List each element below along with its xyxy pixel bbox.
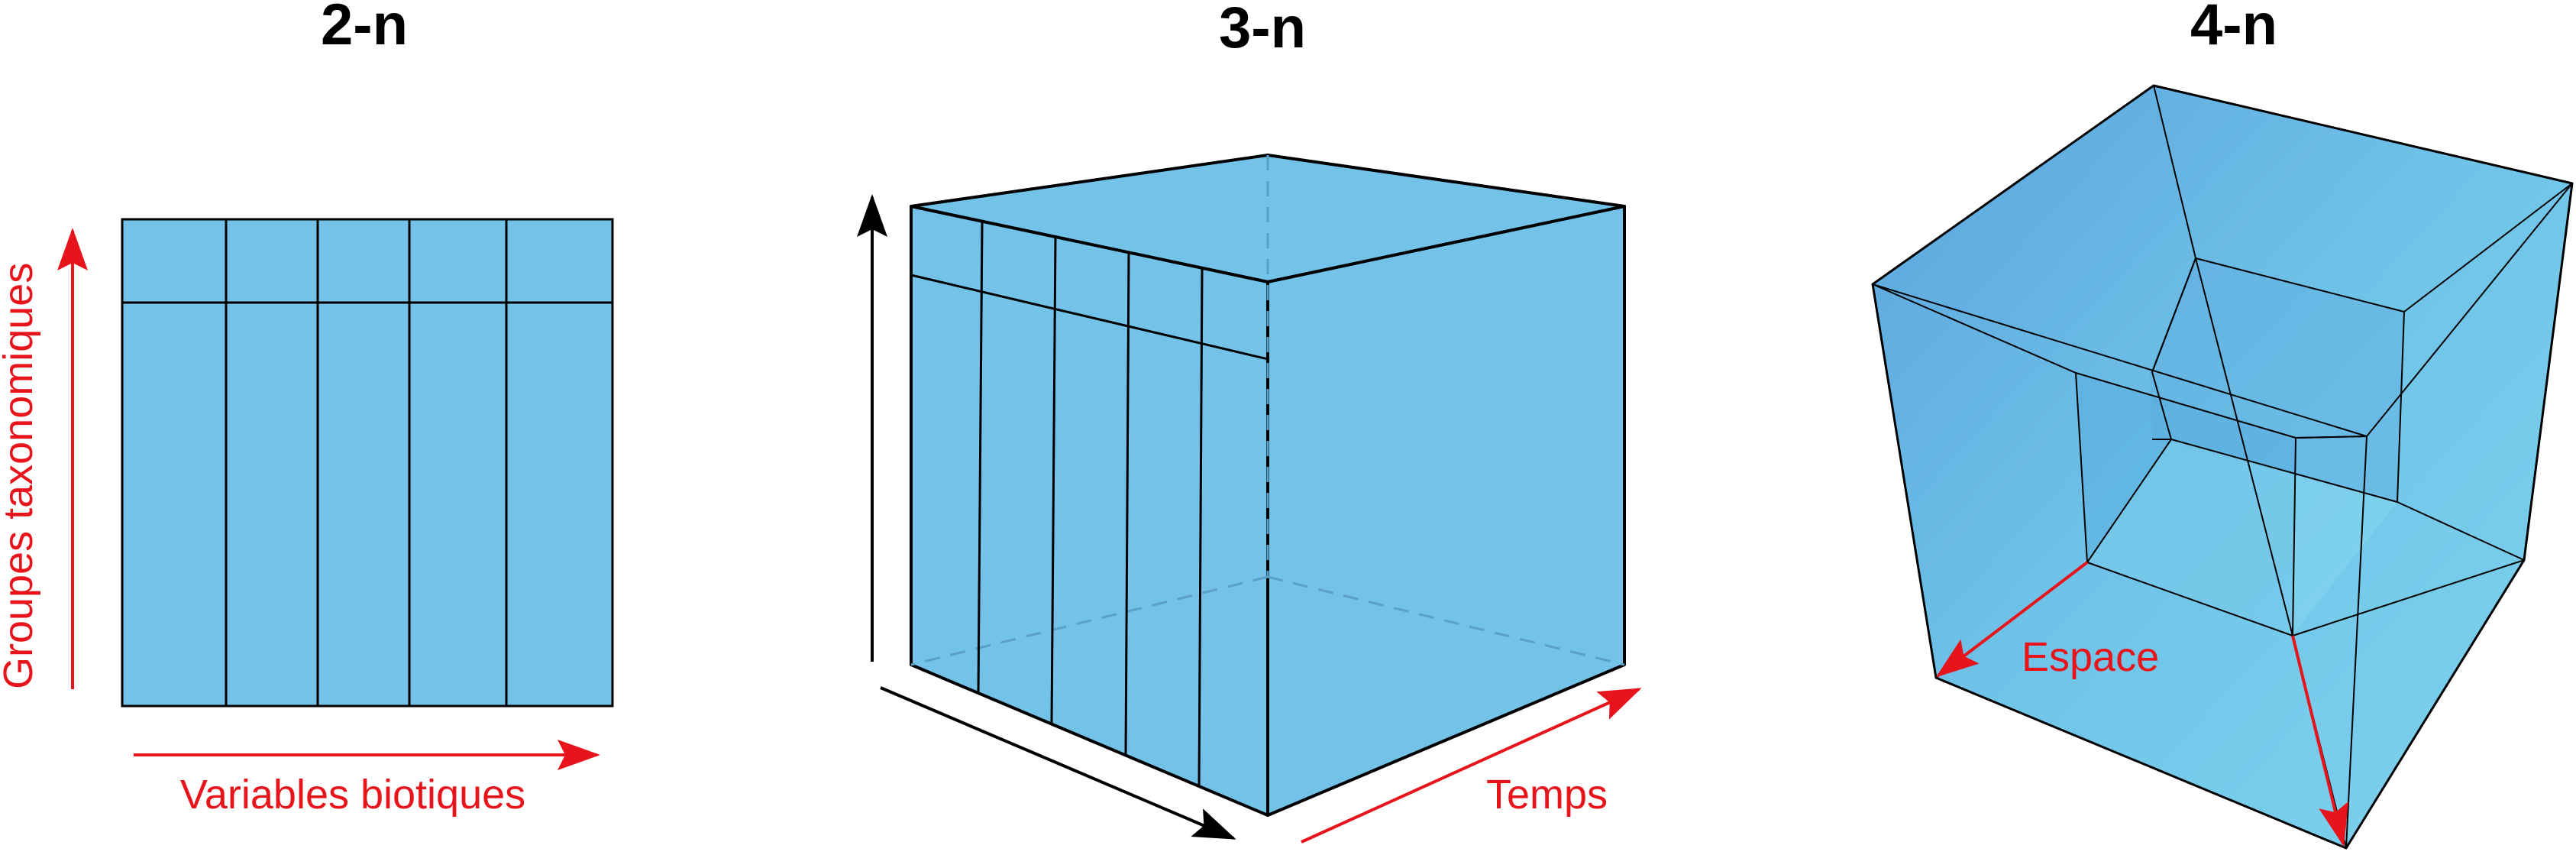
space-arrow-2 bbox=[2291, 635, 2349, 847]
panel-3n-title: 3-n bbox=[1219, 0, 1306, 60]
space-arrow-1 bbox=[1935, 561, 2089, 678]
tesseract bbox=[1871, 84, 2574, 850]
cube-front-face bbox=[910, 205, 1269, 817]
panel-2n: 2-n Groupes taxonomiques Variables bioti… bbox=[0, 0, 614, 818]
depth-axis-arrow bbox=[880, 686, 1236, 840]
panel-4n: 4-n bbox=[1871, 0, 2574, 850]
panel-4n-title: 4-n bbox=[2190, 0, 2277, 57]
data-cube bbox=[910, 154, 1626, 817]
space-axis-label: Espace bbox=[2022, 634, 2159, 680]
time-axis-label: Temps bbox=[1486, 772, 1608, 818]
y-axis-label: Groupes taxonomiques bbox=[0, 263, 41, 689]
panel-3n: 3-n Temps bbox=[857, 0, 1642, 844]
panel-2n-title: 2-n bbox=[321, 0, 408, 57]
matrix-2n bbox=[121, 218, 614, 708]
time-axis-arrow bbox=[1301, 688, 1642, 844]
cube-right-face bbox=[1266, 205, 1626, 817]
x-axis-label: Variables biotiques bbox=[180, 772, 525, 818]
